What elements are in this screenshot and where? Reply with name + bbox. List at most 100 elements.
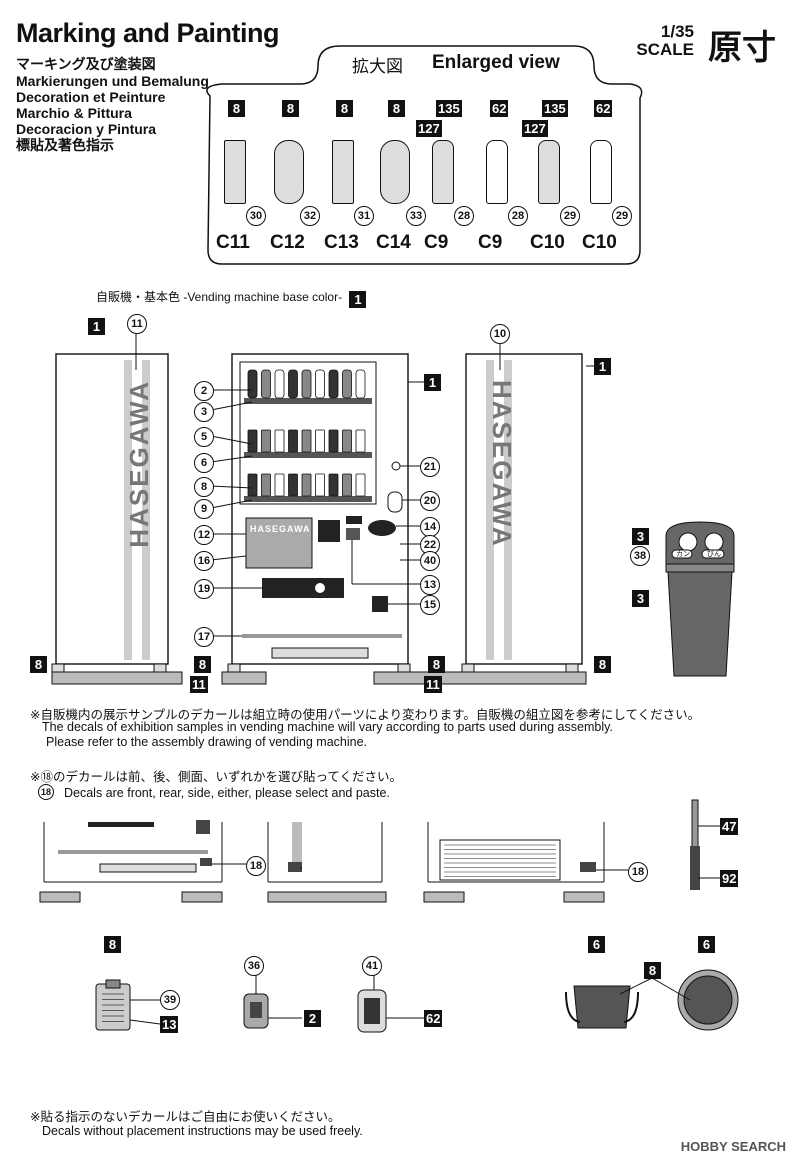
bin-top-tag: 3 [632, 528, 649, 545]
display-shelves [244, 398, 372, 502]
left-callout: 5 [194, 427, 214, 447]
sample-bottle [355, 473, 366, 497]
enlarged-color-tag: 8 [228, 100, 245, 117]
lang-de: Markierungen und Bemalung [16, 73, 209, 89]
note-decal18-en: Decals are front, rear, side, either, pl… [64, 786, 390, 800]
clipboard-decal: 39 [160, 990, 180, 1010]
enlarged-color-tag: 8 [388, 100, 405, 117]
enlarged-color-tag: 135 [542, 100, 568, 117]
sample-bottle [261, 473, 271, 497]
enlarged-decal: 29 [560, 206, 580, 226]
detail-decal-18-a: 18 [246, 856, 266, 876]
foot-tag-1: 8 [30, 656, 47, 673]
foot-tag-2: 8 [194, 656, 211, 673]
enlarged-item-shape [380, 140, 410, 204]
note-samples-en-1: The decals of exhibition samples in vend… [42, 720, 613, 734]
sample-bottle [247, 429, 258, 453]
enlarged-color-tag: 62 [594, 100, 613, 117]
enlarged-code: C9 [424, 232, 449, 253]
sample-bottle [247, 473, 258, 497]
bucket-handle-tag: 8 [644, 962, 661, 979]
enlarged-color-tag: 8 [282, 100, 299, 117]
enlarged-code: C11 [216, 232, 250, 253]
enlarged-item-shape [486, 140, 508, 204]
left-callout: 2 [194, 381, 214, 401]
right-callout: 40 [420, 551, 440, 571]
enlarged-frame [206, 45, 643, 265]
sample-bottle [261, 369, 271, 399]
base-color-label: 自販機・基本色 -Vending machine base color- 1 [96, 288, 367, 308]
enlarged-code: C14 [376, 232, 411, 253]
front-color-tag: 1 [424, 374, 441, 391]
bucket-tag-left: 6 [588, 936, 605, 953]
sample-bottle [342, 429, 352, 453]
foot-tag-3: 8 [428, 656, 445, 673]
lang-jp: マーキング及び塗装図 [16, 56, 156, 72]
right-side-brand: HASEGAWA [487, 380, 517, 548]
sample-bottle [288, 473, 298, 497]
left-callout: 19 [194, 579, 214, 599]
left-callout: 12 [194, 525, 214, 545]
enlarged-item-shape [332, 140, 354, 204]
sample-bottle [274, 429, 285, 453]
bin-label-bottle: びん [707, 550, 721, 558]
right-callout: 21 [420, 457, 440, 477]
enlarged-color-tag: 135 [436, 100, 462, 117]
note-decal18-num: 18 [38, 784, 54, 800]
pole-tag-47: 47 [720, 818, 739, 835]
small-box2-decal: 41 [362, 956, 382, 976]
sample-bottle [355, 369, 366, 399]
note-samples-jp: ※自販機内の展示サンプルのデカールは組立時の使用パーツにより変わります。自販機の… [30, 707, 701, 722]
sample-bottle [274, 369, 285, 399]
leader-lines [129, 334, 720, 1025]
bin-decal: 38 [630, 546, 650, 566]
bin-label-can: カン [676, 550, 690, 558]
left-callout: 17 [194, 627, 214, 647]
note-free-en: Decals without placement instructions ma… [42, 1124, 363, 1138]
right-panel-color-tag: 1 [594, 358, 611, 375]
small-box-tag: 2 [304, 1010, 321, 1027]
right-panel-decal: 10 [490, 324, 510, 344]
lang-es: Decoracion y Pintura [16, 121, 157, 137]
clipboard-tag-8: 8 [104, 936, 121, 953]
enlarged-item-shape [432, 140, 454, 204]
foot-tag-4: 8 [594, 656, 611, 673]
enlarged-color2-tag: 127 [416, 120, 442, 137]
left-callout: 9 [194, 499, 214, 519]
sample-bottle [328, 369, 339, 399]
left-stripe [124, 360, 132, 660]
note-decal18-jp: ※⑱のデカールは前、後、側面、いずれかを選び貼ってください。 [30, 769, 402, 784]
enlarged-decal: 33 [406, 206, 426, 226]
enlarged-item-shape [538, 140, 560, 204]
bin-body-tag: 3 [632, 590, 649, 607]
sample-bottle [288, 369, 298, 399]
sample-bottle [301, 369, 312, 399]
sample-bottle [274, 473, 285, 497]
sample-bottle [301, 429, 312, 453]
small-box2-tag: 62 [424, 1010, 443, 1027]
enlarged-label-jp: 拡大図 [352, 57, 403, 77]
sample-bottle [315, 473, 325, 497]
bucket-tag-right: 6 [698, 936, 715, 953]
lang-zh: 標貼及著色指示 [16, 137, 114, 153]
enlarged-decal: 28 [508, 206, 528, 226]
note-free-jp: ※貼る指示のないデカールはご自由にお使いください。 [30, 1109, 341, 1124]
enlarged-decal: 31 [354, 206, 374, 226]
lang-fr: Decoration et Peinture [16, 89, 166, 105]
enlarged-code: C13 [324, 232, 359, 253]
watermark: HOBBY SEARCH [680, 1139, 786, 1154]
enlarged-decal: 30 [246, 206, 266, 226]
enlarged-color2-tag: 127 [522, 120, 548, 137]
enlarged-color-tag: 8 [336, 100, 353, 117]
left-callout: 6 [194, 453, 214, 473]
enlarged-color-tag: 62 [490, 100, 509, 117]
page-title: Marking and Painting [16, 18, 280, 48]
sample-bottle [261, 429, 271, 453]
pole-tag-92: 92 [720, 870, 739, 887]
note-samples-en-2: Please refer to the assembly drawing of … [46, 735, 368, 749]
left-callout: 3 [194, 402, 214, 422]
base-tag-2: 11 [424, 676, 442, 693]
brand-plate [245, 517, 313, 569]
